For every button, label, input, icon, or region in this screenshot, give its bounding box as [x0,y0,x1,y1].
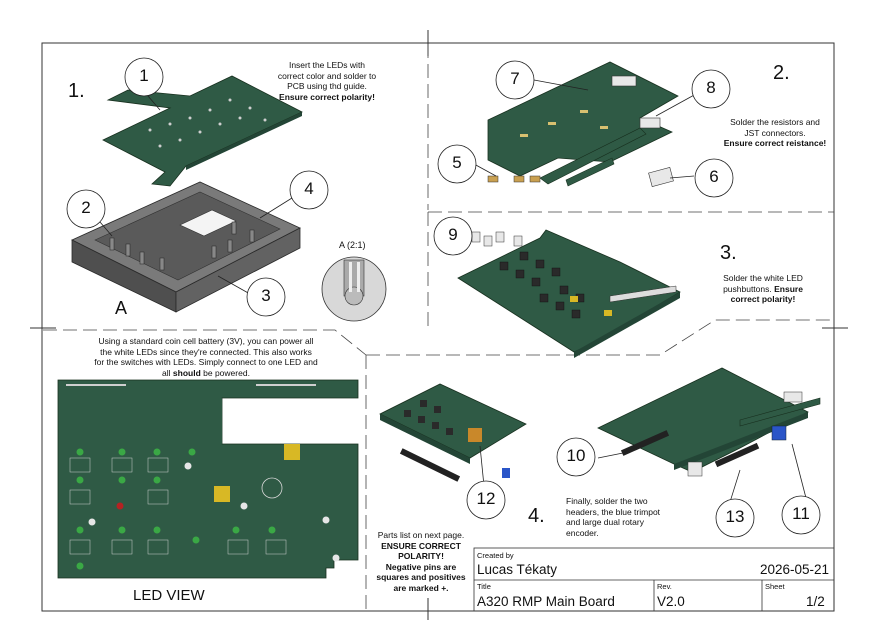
author: Lucas Tékaty [477,562,558,577]
step-1-number: 1. [68,80,85,102]
battery-line-4b: should [172,367,201,378]
callout-8: 8 [706,78,716,97]
step-1-line-2: correct color and solder to [277,70,377,81]
battery-line-2: the white LEDs since they're connected. … [100,346,312,357]
step-1-instructions: Insert the LEDs with correct color and s… [262,60,392,102]
callout-12: 12 [476,489,496,508]
detail-a-view [321,256,387,322]
created-by-label: Created by [477,551,514,560]
callout-1: 1 [139,66,149,85]
callout-circles [66,57,821,538]
parts-line-5: squares and positives [376,572,466,582]
step-2-line-2: JST connectors. [744,127,806,138]
step-3-warning-a: Ensure [774,283,803,294]
battery-line-4a: all [162,367,173,378]
battery-line-4c: be powered. [200,367,250,378]
drawing-title: A320 RMP Main Board [477,594,615,609]
callout-10: 10 [566,446,586,465]
callout-9: 9 [448,225,458,244]
callout-13: 13 [725,507,745,526]
case-window [179,209,237,237]
step-1-line-1: Insert the LEDs with [288,60,366,70]
parts-line-4: Negative pins are [385,561,457,572]
step4-left-illustration [379,383,527,482]
date: 2026-05-21 [760,562,830,577]
callout-11: 11 [792,504,810,523]
title-block [473,547,835,612]
parts-note: Parts list on next page. ENSURE CORRECT … [369,530,473,593]
pin-header [399,448,461,482]
step-3-number: 3. [720,242,737,264]
led-view-board [57,379,359,579]
step1-illustration [71,75,303,313]
step-4-number: 4. [528,505,545,527]
step-2-instructions: Solder the resistors and JST connectors.… [716,117,834,149]
step2-illustration [487,61,679,187]
parts-line-6: are marked +. [393,582,449,593]
step2-pcb [487,61,679,177]
parts-line-1: Parts list on next page. [377,530,465,540]
step-3-warning-b: correct polarity! [730,294,796,304]
step-1-line-3: PCB using thd guide. [287,81,367,91]
step-3-line-1: Solder the white LED [723,273,803,283]
step-4-line-1: Finally, solder the two [566,496,648,506]
parts-line-3: POLARITY! [398,551,444,561]
view-marker: A [115,298,128,318]
callout-5: 5 [452,153,462,172]
battery-line-3: for the switches with LEDs. Simply conne… [94,357,318,367]
step3-illustration [457,229,681,358]
parts-line-2: ENSURE CORRECT [381,540,461,551]
step1-pcb [102,75,303,187]
callout-6: 6 [709,167,719,186]
section-dividers [43,44,834,610]
battery-note: Using a standard coin cell battery (3V),… [66,336,346,378]
revision: V2.0 [657,594,685,609]
step-3-instructions: Solder the white LED pushbuttons. Ensure… [712,273,814,305]
step-2-number: 2. [773,62,790,84]
blue-trimpot [771,425,787,441]
step-3-line-2: pushbuttons. [723,283,775,294]
step-2-warning: Ensure correct reistance! [723,138,827,148]
callout-4: 4 [304,179,314,198]
battery-line-1: Using a standard coin cell battery (3V),… [98,336,314,346]
title-label: Title [477,582,491,591]
jst-connector [611,75,637,87]
step-4-line-2: headers, the blue trimpot [566,506,661,517]
callout-2: 2 [81,198,91,217]
step-4-instructions: Finally, solder the two headers, the blu… [566,496,666,538]
sheet-number: 1/2 [806,594,825,609]
step-4-line-3: and large dual rotary [566,517,644,527]
detail-label: A (2:1) [339,240,366,250]
step4-right-illustration [597,367,821,477]
sheet-label: Sheet [765,582,785,591]
step-2-line-1: Solder the resistors and [730,117,820,127]
step-1-warning: Ensure correct polarity! [279,91,375,102]
led-view-label: LED VIEW [133,587,205,604]
rev-label: Rev. [657,582,672,591]
step-4-line-4: encoder. [566,527,599,538]
callout-3: 3 [261,286,271,305]
sheet-border [41,42,835,612]
callout-7: 7 [510,69,520,88]
case-side [175,227,301,313]
